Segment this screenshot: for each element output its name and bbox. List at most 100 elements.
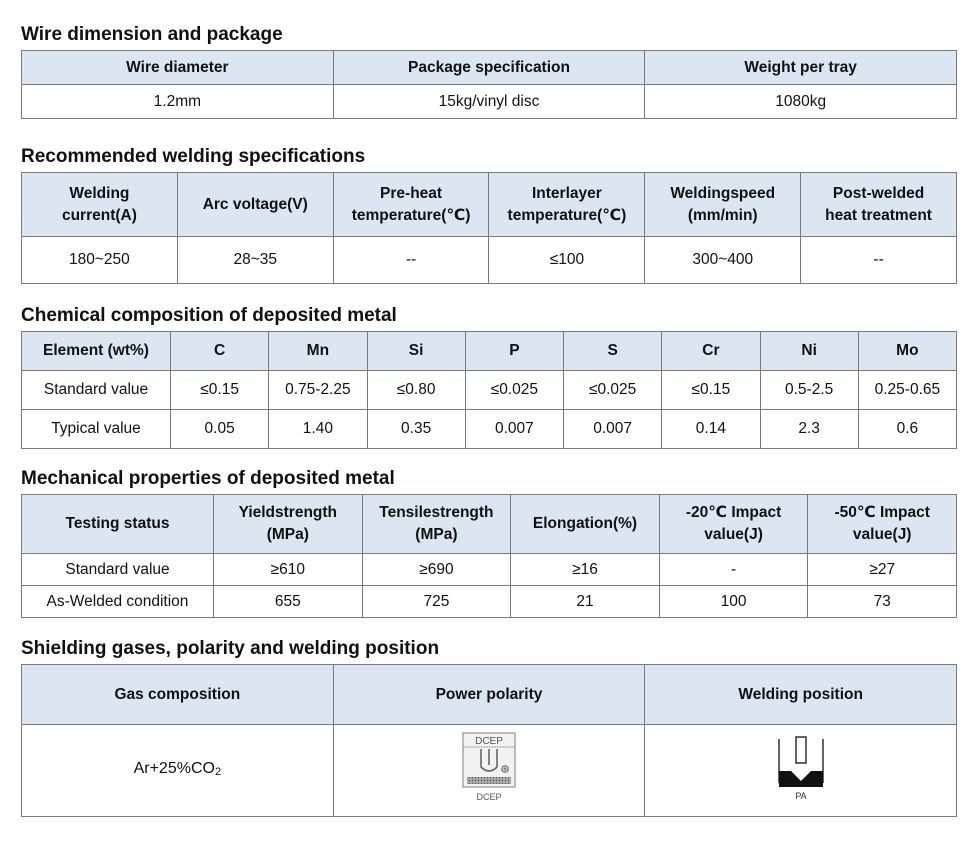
- table-cell: -: [658, 553, 809, 586]
- table-cell: 300~400: [644, 236, 802, 284]
- power-polarity-cell: DCEP DCEP: [332, 724, 646, 817]
- header-cell: Wire diameter: [21, 50, 334, 85]
- table-cell: 21: [510, 585, 660, 618]
- table-cell: ≤0.80: [366, 370, 466, 410]
- table-cell: 15kg/vinyl disc: [332, 84, 646, 119]
- wire-section-title: Wire dimension and package: [21, 24, 283, 45]
- header-cell: Package specification: [332, 50, 646, 85]
- header-cell: Cr: [661, 331, 761, 371]
- mechanical-table: Testing status Yieldstrength(MPa) Tensil…: [21, 494, 957, 618]
- table-cell: ≤100: [488, 236, 646, 284]
- wire-header-row: Wire diameter Package specification Weig…: [21, 50, 957, 85]
- table-cell: 0.75-2.25: [268, 370, 368, 410]
- table-cell: 0.05: [169, 409, 270, 449]
- table-cell: 725: [361, 585, 512, 618]
- table-cell: 1.40: [268, 409, 368, 449]
- header-cell: P: [464, 331, 565, 371]
- table-cell: 0.14: [661, 409, 761, 449]
- row-label: Standard value: [21, 370, 171, 410]
- header-cell: Mn: [268, 331, 368, 371]
- table-cell: 73: [807, 585, 957, 618]
- table-row: Standard value ≥610 ≥690 ≥16 - ≥27: [21, 553, 957, 586]
- header-cell: Yieldstrength(MPa): [213, 494, 363, 554]
- table-cell: --: [800, 236, 957, 284]
- gas-composition-value: Ar+25%CO2: [133, 760, 222, 778]
- table-cell: 1.2mm: [21, 84, 334, 119]
- table-cell: 0.6: [857, 409, 958, 449]
- header-cell: Tensilestrength(MPa): [361, 494, 512, 554]
- header-cell: Power polarity: [332, 664, 646, 725]
- table-cell: ≥16: [510, 553, 660, 586]
- header-cell: Si: [366, 331, 466, 371]
- wire-table: Wire diameter Package specification Weig…: [21, 50, 957, 119]
- table-cell: ≤0.025: [562, 370, 663, 410]
- table-cell: --: [332, 236, 490, 284]
- header-cell: Welding position: [644, 664, 957, 725]
- table-cell: 100: [658, 585, 809, 618]
- header-cell: S: [562, 331, 663, 371]
- table-cell: 180~250: [21, 236, 178, 284]
- header-cell: Ni: [759, 331, 859, 371]
- table-cell: ≤0.15: [169, 370, 270, 410]
- shielding-section-title: Shielding gases, polarity and welding po…: [21, 638, 440, 659]
- header-cell: C: [169, 331, 270, 371]
- table-cell: 0.007: [464, 409, 565, 449]
- chemical-section: Chemical composition of deposited metal …: [21, 305, 958, 449]
- wire-section: Wire dimension and package Wire diameter…: [21, 24, 957, 119]
- chemical-header-row: Element (wt%) C Mn Si P S Cr Ni Mo: [21, 331, 958, 371]
- svg-text:PA: PA: [795, 791, 806, 801]
- table-cell: 655: [213, 585, 363, 618]
- table-cell: ≥690: [361, 553, 512, 586]
- table-cell: 0.5-2.5: [759, 370, 859, 410]
- row-label: As-Welded condition: [21, 585, 214, 618]
- flat-welding-position-icon: PA: [775, 731, 827, 810]
- dcep-polarity-icon: DCEP DCEP: [459, 731, 519, 810]
- mechanical-section: Mechanical properties of deposited metal…: [21, 468, 957, 618]
- header-cell: Testing status: [21, 494, 214, 554]
- welding-position-cell: PA: [644, 724, 957, 817]
- svg-text:DCEP: DCEP: [475, 736, 503, 747]
- table-cell: ≤0.15: [661, 370, 761, 410]
- table-row: As-Welded condition 655 725 21 100 73: [21, 585, 957, 618]
- shielding-table: Gas composition Power polarity Welding p…: [21, 664, 957, 817]
- header-cell: Element (wt%): [21, 331, 171, 371]
- mechanical-header-row: Testing status Yieldstrength(MPa) Tensil…: [21, 494, 957, 554]
- table-row: Standard value ≤0.15 0.75-2.25 ≤0.80 ≤0.…: [21, 370, 958, 410]
- table-row: 1.2mm 15kg/vinyl disc 1080kg: [21, 84, 957, 119]
- chemical-section-title: Chemical composition of deposited metal: [21, 305, 397, 326]
- header-cell: Arc voltage(V): [176, 172, 334, 237]
- table-cell: ≤0.025: [464, 370, 565, 410]
- table-cell: 0.35: [366, 409, 466, 449]
- table-cell: ≥27: [807, 553, 957, 586]
- row-label: Standard value: [21, 553, 214, 586]
- table-row: Typical value 0.05 1.40 0.35 0.007 0.007…: [21, 409, 958, 449]
- shielding-section: Shielding gases, polarity and welding po…: [21, 638, 957, 817]
- header-cell: Gas composition: [21, 664, 334, 725]
- row-label: Typical value: [21, 409, 171, 449]
- table-cell: 0.007: [562, 409, 663, 449]
- welding-section-title: Recommended welding specifications: [21, 146, 366, 167]
- chemical-table: Element (wt%) C Mn Si P S Cr Ni Mo Stand…: [21, 331, 958, 449]
- table-cell: 28~35: [176, 236, 334, 284]
- svg-text:DCEP: DCEP: [476, 792, 501, 802]
- table-row: Ar+25%CO2 DCEP: [21, 724, 957, 817]
- table-cell: 0.25-0.65: [857, 370, 958, 410]
- welding-section: Recommended welding specifications Weldi…: [21, 146, 957, 284]
- table-row: 180~250 28~35 -- ≤100 300~400 --: [21, 236, 957, 284]
- header-cell: Weight per tray: [644, 50, 957, 85]
- table-cell: 2.3: [759, 409, 859, 449]
- header-cell: Weldingspeed(mm/min): [644, 172, 802, 237]
- header-cell: Mo: [857, 331, 958, 371]
- header-cell: Elongation(%): [510, 494, 660, 554]
- table-cell: ≥610: [213, 553, 363, 586]
- gas-composition-cell: Ar+25%CO2: [21, 724, 334, 817]
- table-cell: 1080kg: [644, 84, 957, 119]
